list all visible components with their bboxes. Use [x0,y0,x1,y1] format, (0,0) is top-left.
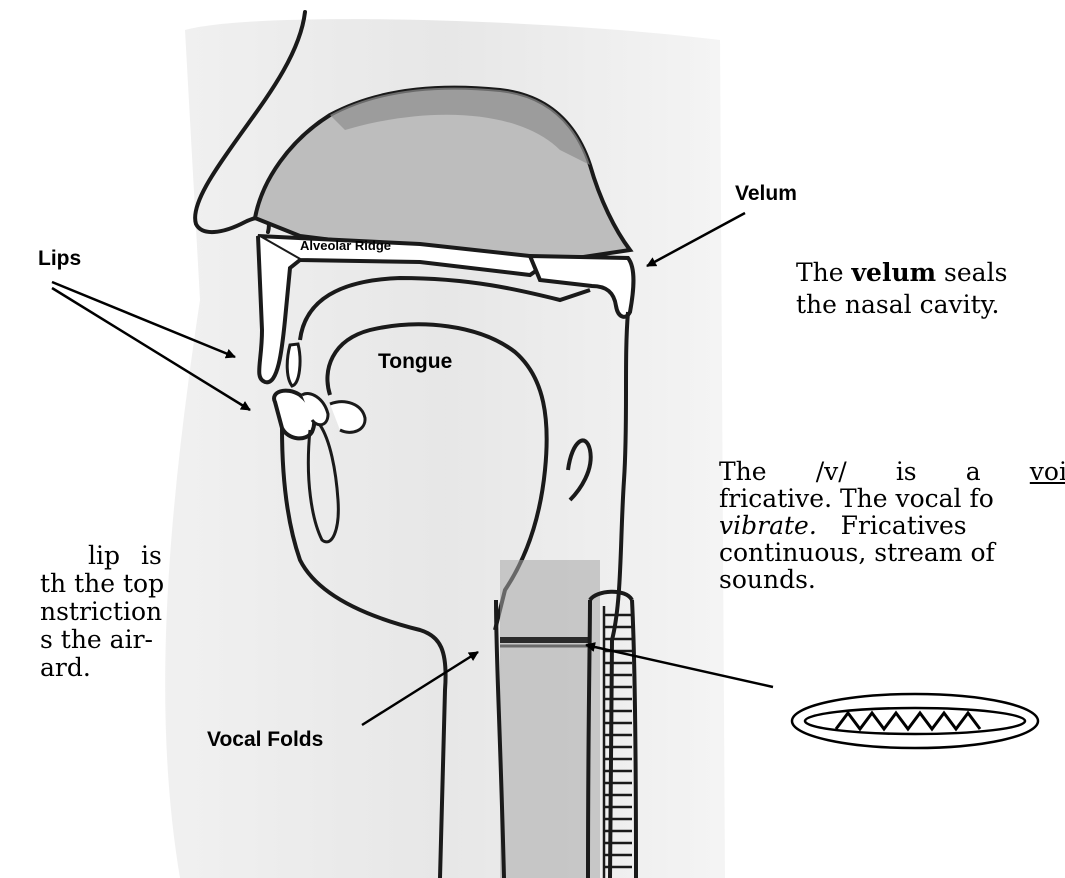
larynx-shade [500,560,600,878]
label-lips: Lips [38,247,81,271]
lip-note-line5: ard. [40,652,91,684]
label-tongue: Tongue [378,350,452,374]
voicing-note-italic: vibrate. [719,511,817,540]
velum-note-pre: The [796,258,844,287]
velum-note-line2: the nasal cavity. [796,289,999,321]
label-velum: Velum [735,182,797,206]
upper-tooth [287,344,300,386]
label-alveolar-ridge: Alveolar Ridge [300,238,391,253]
vibration-icon [792,694,1038,748]
velum-note-post: seals [944,258,1007,287]
velum-note-bold: velum [852,258,937,287]
voicing-note-line5: sounds. [719,564,816,596]
label-vocal-folds: Vocal Folds [207,728,323,752]
voicing-note-fricatives: Fricatives [841,511,967,540]
voicing-w5: voic [1030,456,1065,488]
trachea-front [588,600,590,878]
velum-note-line1: The velum seals [796,257,1007,289]
